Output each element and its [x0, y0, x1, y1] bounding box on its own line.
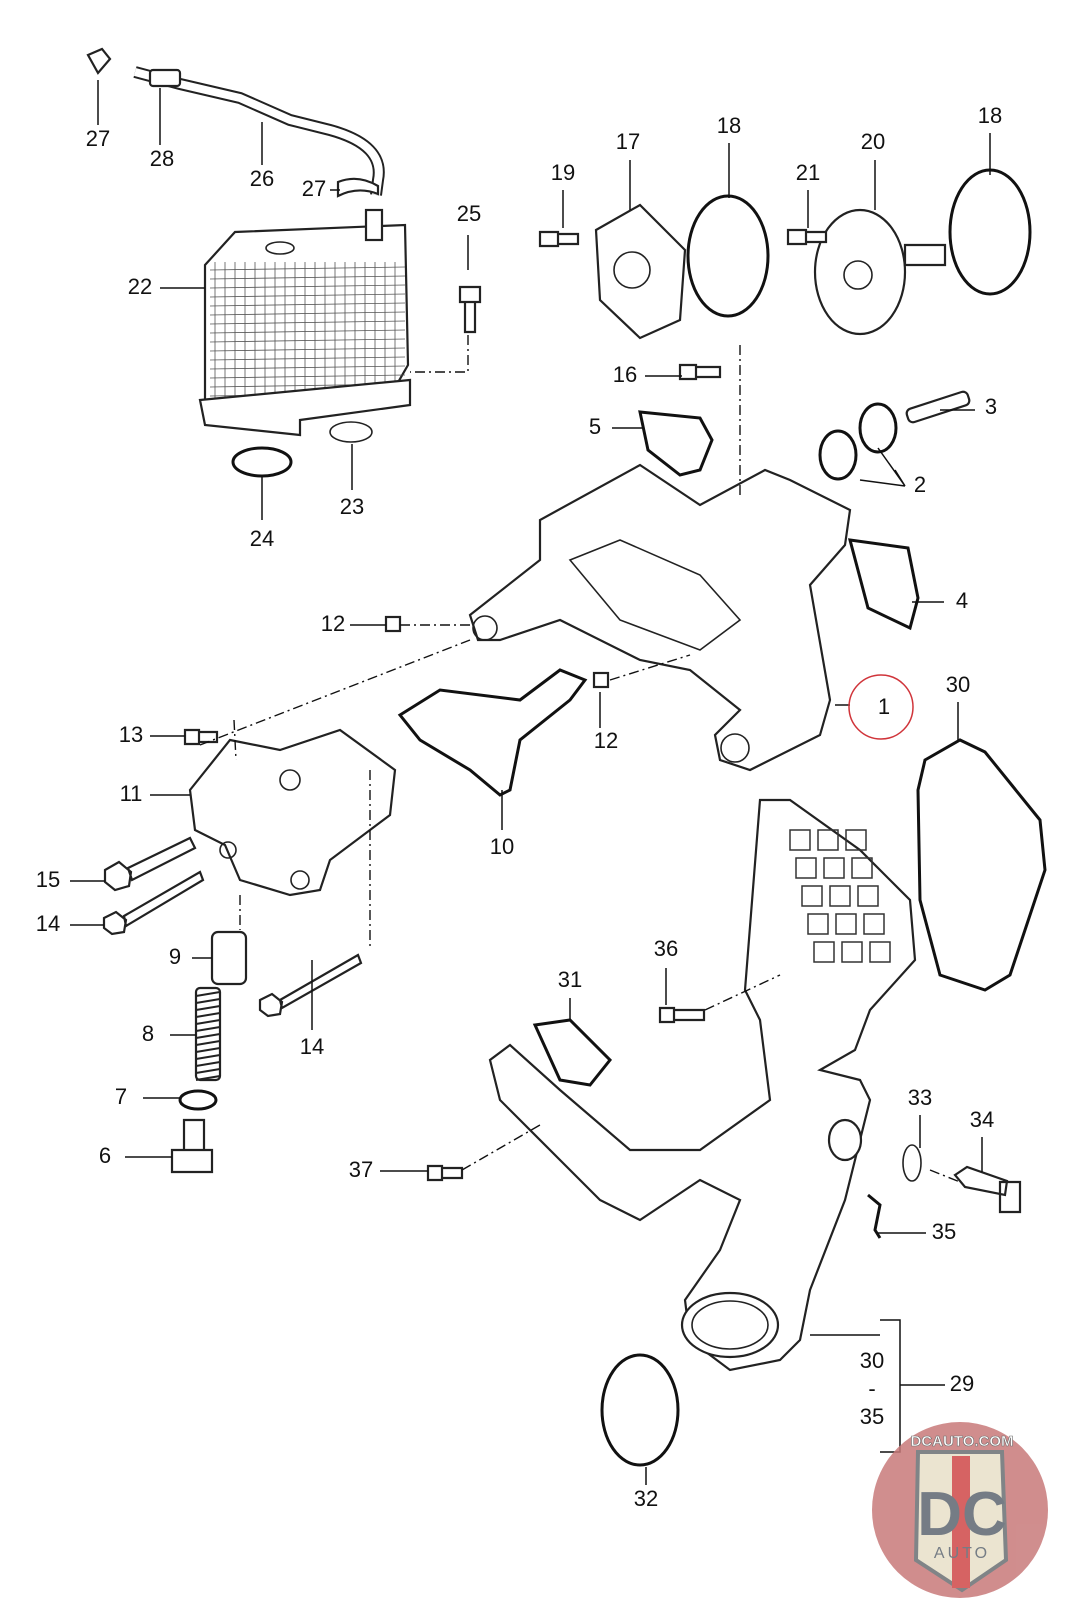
washer-7: [178, 1089, 218, 1111]
bolt-19: [538, 230, 580, 248]
callout-2: 2: [914, 472, 926, 497]
plug-12a: [384, 615, 402, 633]
callout-27: 27: [302, 176, 326, 201]
o-ring-18: [686, 194, 770, 318]
bolt-36: [658, 1006, 706, 1024]
gasket-30: [916, 738, 1047, 992]
callout-8: 8: [142, 1021, 154, 1046]
filter-housing-11: [102, 668, 588, 1174]
plug-12b: [592, 671, 610, 689]
o-ring-2b: [858, 402, 898, 454]
callout-26: 26: [250, 166, 274, 191]
callout-17: 17: [616, 129, 640, 154]
watermark-site: DCAUTO.COM: [910, 1433, 1013, 1450]
o-ring-18b: [948, 168, 1032, 296]
callout-30: 30: [946, 672, 970, 697]
callout-29: 29: [950, 1371, 974, 1396]
bolt-14: [102, 870, 205, 936]
gasket-31: [532, 1018, 613, 1087]
callout-37: 37: [349, 1157, 373, 1182]
clamp-32: [600, 1353, 680, 1467]
pump-20: [786, 168, 1032, 336]
clamp-27: [336, 177, 380, 198]
callout-14: 14: [36, 911, 60, 936]
dcauto-watermark-logo: DCAUTO.COM DC AUTO: [872, 1422, 1048, 1598]
gasket-4: [847, 538, 920, 631]
callout-12: 12: [594, 728, 618, 753]
callout-25: 25: [457, 201, 481, 226]
callout-36: 36: [654, 936, 678, 961]
group-dash: -: [868, 1376, 875, 1401]
bolt-14b: [258, 953, 363, 1018]
svg-text:DC: DC: [917, 1480, 1007, 1549]
callout-20: 20: [861, 129, 885, 154]
clamp-27-top: [86, 47, 112, 75]
o-ring-33: [902, 1144, 922, 1182]
callout-19: 19: [551, 160, 575, 185]
callout-13: 13: [119, 722, 143, 747]
callout-9: 9: [169, 944, 181, 969]
callout-27: 27: [86, 126, 110, 151]
group-from: 30: [860, 1348, 884, 1373]
clip-35: [867, 1193, 882, 1239]
seal-23: [329, 421, 373, 443]
callout-18: 18: [717, 113, 741, 138]
gasket-5: [638, 410, 714, 477]
callout-31: 31: [558, 967, 582, 992]
bolt-25: [458, 285, 482, 334]
parts-layer: [86, 47, 1047, 1467]
callout-7: 7: [115, 1084, 127, 1109]
callout-23: 23: [340, 494, 364, 519]
callout-21: 21: [796, 160, 820, 185]
gasket-10: [397, 668, 588, 797]
callout-6: 6: [99, 1143, 111, 1168]
svg-text:AUTO: AUTO: [934, 1545, 990, 1562]
group-callout-30-35: 30 - 35: [860, 1348, 884, 1429]
fitting-28: [148, 68, 182, 88]
callout-10: 10: [490, 834, 514, 859]
callout-22: 22: [128, 274, 152, 299]
callout-15: 15: [36, 867, 60, 892]
callout-14: 14: [300, 1034, 324, 1059]
callout-28: 28: [150, 146, 174, 171]
housing-1: [384, 363, 971, 772]
callout-34: 34: [970, 1107, 994, 1132]
plug-6: [170, 1118, 214, 1174]
bolt-16: [678, 363, 722, 381]
highlight-circle: [848, 674, 914, 740]
callout-24: 24: [250, 526, 274, 551]
o-ring-2a: [818, 429, 858, 481]
callout-1: 1: [878, 694, 890, 719]
piston-9: [210, 930, 248, 986]
coolant-manifold: [426, 798, 1022, 1467]
callout-32: 32: [634, 1486, 658, 1511]
callout-16: 16: [613, 362, 637, 387]
bolt-15: [103, 836, 197, 892]
group-to: 35: [860, 1404, 884, 1429]
vent-hose-26: [86, 47, 385, 198]
callout-11: 11: [120, 781, 143, 806]
bolt-13: [183, 728, 219, 746]
pin-3: [905, 390, 971, 424]
seal-24: [231, 446, 293, 478]
sensor-34: [953, 1165, 1022, 1214]
callout-12: 12: [321, 611, 345, 636]
callout-5: 5: [589, 414, 601, 439]
callout-4: 4: [956, 588, 968, 613]
callout-33: 33: [908, 1085, 932, 1110]
pump-17: [538, 194, 770, 340]
bolt-37: [426, 1164, 464, 1182]
callout-18: 18: [978, 103, 1002, 128]
leader-lines: [70, 80, 991, 1485]
callout-3: 3: [985, 394, 997, 419]
oil-cooler-22: [198, 208, 482, 478]
bolt-21: [786, 228, 828, 246]
callout-35: 35: [932, 1219, 956, 1244]
